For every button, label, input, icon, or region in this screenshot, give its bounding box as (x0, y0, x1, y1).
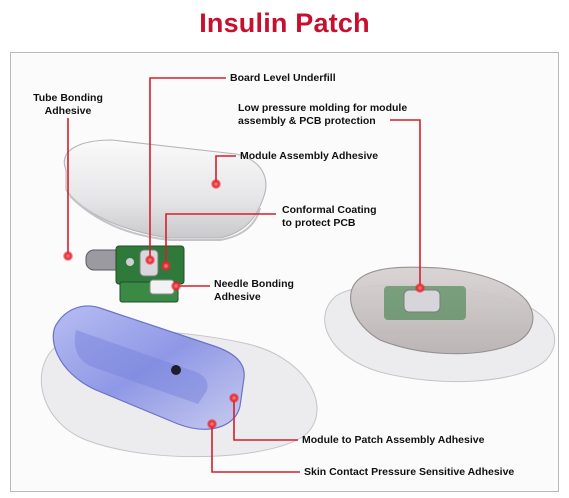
dot-board (145, 255, 155, 265)
leader-low-pressure (390, 119, 421, 286)
label-tube-bonding-line2: Adhesive (44, 105, 92, 117)
label-low-pressure-line1: Low pressure molding for module (238, 102, 408, 114)
label-module-to-patch: Module to Patch Assembly Adhesive (302, 434, 485, 446)
patch-base-port (171, 365, 181, 375)
callout-dots (63, 179, 425, 429)
label-conformal-coating: Conformal Coating to protect PCB (282, 204, 377, 230)
label-conformal-line1: Conformal Coating (282, 204, 377, 216)
module-cover-rim (69, 195, 261, 241)
dot-module-patch (229, 393, 239, 403)
molded-module-cartridge (403, 289, 441, 313)
leader-conformal (165, 213, 276, 264)
label-low-pressure-molding: Low pressure molding for module assembly… (238, 102, 407, 128)
label-skin-contact-psa: Skin Contact Pressure Sensitive Adhesive (304, 466, 515, 478)
label-needle-line2: Adhesive (214, 291, 261, 303)
leader-board (149, 77, 226, 258)
label-needle-line1: Needle Bonding (214, 278, 294, 290)
label-board-level-underfill: Board Level Underfill (230, 72, 336, 84)
dot-low-pressure (415, 283, 425, 293)
internal-module (85, 245, 185, 303)
label-tube-bonding: Tube Bonding Adhesive (24, 92, 112, 118)
dot-conformal (161, 261, 171, 271)
label-conformal-line2: to protect PCB (282, 217, 356, 229)
dot-tube (63, 251, 73, 261)
dot-needle (171, 281, 181, 291)
dot-skin (207, 419, 217, 429)
label-module-assembly-adhesive: Module Assembly Adhesive (240, 150, 379, 162)
label-tube-bonding-line1: Tube Bonding (33, 92, 103, 104)
callout-lines (67, 77, 421, 473)
patch-base-well (74, 330, 208, 404)
leader-module-patch (233, 400, 298, 441)
leader-module-asm (215, 155, 236, 182)
leader-skin (211, 426, 300, 473)
module-cover (63, 139, 267, 239)
dot-module-asm (211, 179, 221, 189)
label-low-pressure-line2: assembly & PCB protection (238, 115, 376, 127)
page-title: Insulin Patch (199, 8, 370, 38)
label-needle-bonding: Needle Bonding Adhesive (214, 278, 294, 304)
